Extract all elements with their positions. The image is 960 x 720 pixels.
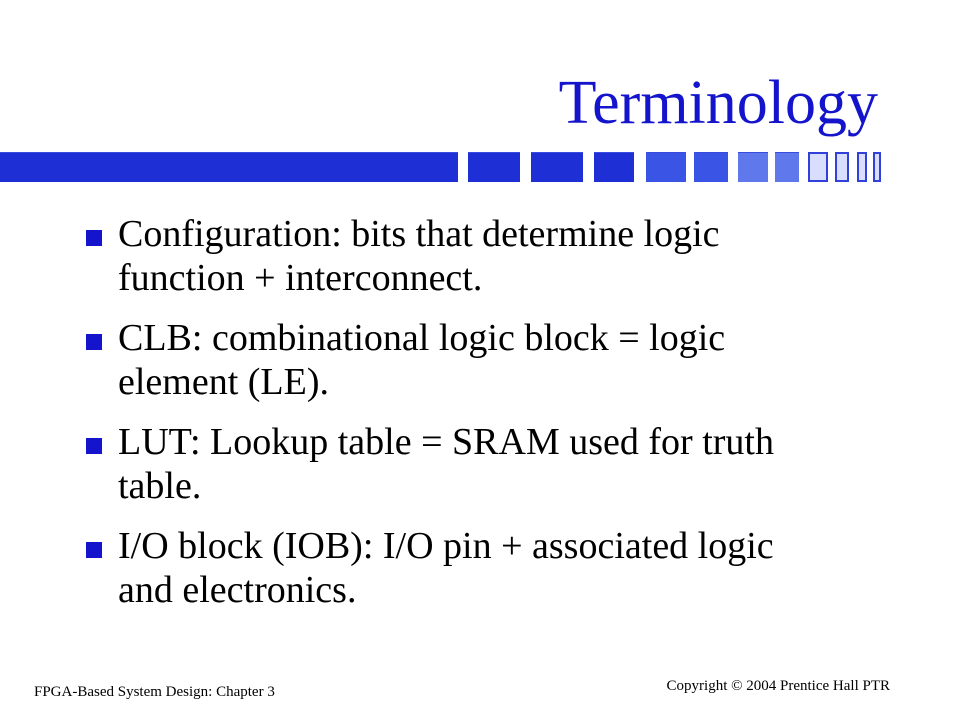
bullet-item: Configuration: bits that determine logic… (86, 212, 886, 300)
decoration-bar-segment (857, 152, 867, 182)
bullet-item: LUT: Lookup table = SRAM used for truth … (86, 420, 886, 508)
decoration-bar-segment (531, 152, 583, 182)
square-bullet-icon (86, 542, 102, 558)
slide-title: Terminology (558, 69, 878, 137)
bullet-line: I/O block (IOB): I/O pin + associated lo… (118, 525, 774, 567)
bullet-line: CLB: combinational logic block = logic (118, 317, 726, 359)
decoration-bar-segment (873, 152, 881, 182)
bullet-line: element (LE). (118, 361, 330, 403)
bullet-line: Configuration: bits that determine logic (118, 213, 720, 255)
square-bullet-icon (86, 230, 102, 246)
bullet-line: table. (118, 465, 202, 507)
decoration-bar-segment (835, 152, 849, 182)
title-decoration-bar (0, 152, 882, 182)
decoration-bar-segment (738, 152, 768, 182)
footer-chapter-label: FPGA-Based System Design: Chapter 3 (34, 684, 275, 700)
decoration-bar-segment (468, 152, 520, 182)
bullet-list: Configuration: bits that determine logic… (86, 212, 886, 628)
decoration-bar-segment (0, 152, 458, 182)
decoration-bar-segment (775, 152, 799, 182)
bullet-line: and electronics. (118, 569, 357, 611)
square-bullet-icon (86, 334, 102, 350)
decoration-bar-segment (694, 152, 728, 182)
bullet-line: LUT: Lookup table = SRAM used for truth (118, 421, 774, 463)
decoration-bar-segment (646, 152, 686, 182)
bullet-item: CLB: combinational logic block = logic e… (86, 316, 886, 404)
bullet-item: I/O block (IOB): I/O pin + associated lo… (86, 524, 886, 612)
square-bullet-icon (86, 438, 102, 454)
decoration-bar-segment (594, 152, 634, 182)
bullet-line: function + interconnect. (118, 257, 483, 299)
footer-copyright: Copyright © 2004 Prentice Hall PTR (666, 678, 890, 694)
decoration-bar-segment (808, 152, 828, 182)
